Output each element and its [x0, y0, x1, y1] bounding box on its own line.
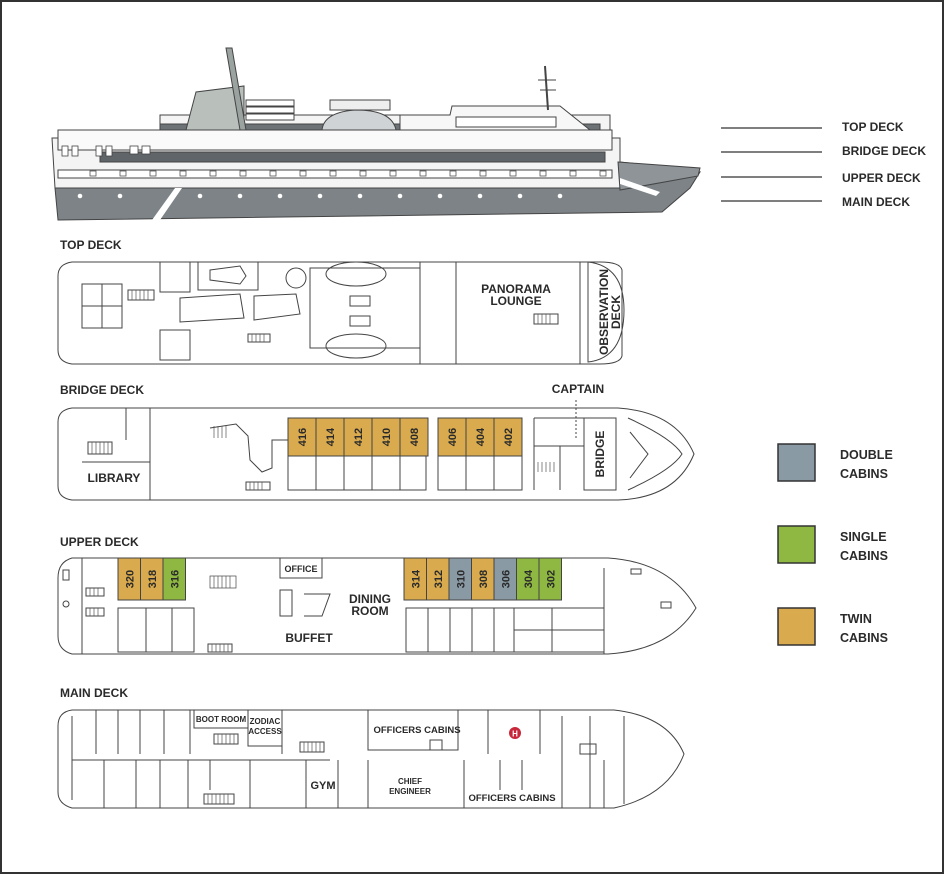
main-deck-stairs	[207, 734, 321, 804]
main-deck-title: MAIN DECK	[60, 686, 128, 700]
indicator-upper-deck: UPPER DECK	[842, 171, 921, 185]
room-gym: GYM	[310, 780, 335, 792]
cabin-316: 316	[162, 557, 186, 601]
cabin-404: 404	[465, 417, 495, 457]
cabin-416-number: 416	[297, 428, 309, 446]
legend-swatch-single	[777, 525, 816, 564]
ship-profile	[51, 47, 702, 221]
legend-label-single-2: CABINS	[840, 549, 888, 563]
indicator-bridge-deck: BRIDGE DECK	[842, 144, 926, 158]
cabin-412-swatch	[343, 417, 373, 457]
room-office: OFFICE	[285, 564, 318, 574]
legend-swatch-twin	[777, 607, 816, 646]
cabin-412-number: 412	[353, 428, 365, 446]
cabin-416: 416	[287, 417, 317, 457]
cabin-318-number: 318	[147, 570, 159, 588]
cabin-312-number: 312	[433, 570, 445, 588]
cabin-412: 412	[343, 417, 373, 457]
main-deck-plan	[57, 709, 685, 809]
cabin-410-number: 410	[381, 428, 393, 446]
upper-deck-cabins: 320 318 316 314 312 310 308 306 304 302	[117, 557, 562, 601]
cabin-414: 414	[315, 417, 345, 457]
top-deck-plan	[57, 261, 625, 365]
cabin-312: 312	[426, 557, 450, 601]
bridge-deck-title: BRIDGE DECK	[60, 383, 144, 397]
cabin-314: 314	[403, 557, 427, 601]
legend: DOUBLE CABINS SINGLE CABINS TWIN CABINS	[777, 443, 893, 646]
room-buffet: BUFFET	[285, 631, 333, 645]
cabin-302: 302	[538, 557, 562, 601]
room-officers-cabins-1: OFFICERS CABINS	[373, 725, 460, 736]
room-panorama-lounge-2: LOUNGE	[490, 294, 541, 308]
legend-label-double-1: DOUBLE	[840, 448, 893, 462]
cabin-416-swatch	[287, 417, 317, 457]
cabin-406-swatch	[437, 417, 467, 457]
hospital-label: H	[512, 730, 518, 739]
room-zodiac-access-2: ACCESS	[248, 727, 282, 736]
legend-label-single-1: SINGLE	[840, 530, 887, 544]
room-library: LIBRARY	[88, 471, 141, 485]
cabin-318: 318	[140, 557, 164, 601]
legend-swatch-double	[777, 443, 816, 482]
room-observation-deck-2: DECK	[609, 295, 623, 329]
bridge-deck-stairs	[91, 426, 555, 490]
room-bridge: BRIDGE	[593, 431, 607, 478]
cabin-408-number: 408	[409, 428, 421, 446]
cabin-404-number: 404	[475, 427, 487, 446]
cabin-402: 402	[493, 417, 523, 457]
cabin-402-swatch	[493, 417, 523, 457]
cabin-316-swatch	[162, 557, 186, 601]
cabin-304-number: 304	[523, 569, 535, 588]
top-deck-title: TOP DECK	[60, 238, 122, 252]
cabin-406-number: 406	[447, 428, 459, 446]
room-officers-cabins-2: OFFICERS CABINS	[468, 793, 555, 804]
cabin-314-number: 314	[410, 569, 422, 588]
upper-deck-stairs	[89, 575, 237, 652]
cabin-414-number: 414	[325, 427, 337, 446]
indicator-main-deck: MAIN DECK	[842, 195, 910, 209]
room-zodiac-access-1: ZODIAC	[250, 717, 281, 726]
cabin-408: 408	[399, 417, 429, 457]
cabin-306-number: 306	[500, 570, 512, 588]
cabin-302-number: 302	[545, 570, 557, 588]
hospital-icon	[509, 727, 521, 739]
cabin-402-number: 402	[503, 428, 515, 446]
cabin-310-number: 310	[455, 570, 467, 588]
room-dining-1: DINING	[349, 592, 391, 606]
cabin-310: 310	[448, 557, 472, 601]
cabin-304: 304	[516, 557, 540, 601]
cabin-308: 308	[471, 557, 495, 601]
room-captain: CAPTAIN	[552, 382, 604, 396]
legend-label-double-2: CABINS	[840, 467, 888, 481]
indicator-top-deck: TOP DECK	[842, 120, 904, 134]
cabin-306: 306	[493, 557, 517, 601]
bridge-deck-cabins: 416 414 412 410 408 406 404 402	[287, 417, 523, 457]
deck-indicator-lines	[721, 127, 822, 202]
cabin-410-swatch	[371, 417, 401, 457]
room-panorama-lounge-1: PANORAMA	[481, 282, 551, 296]
room-dining-2: ROOM	[351, 604, 388, 618]
cabin-320-number: 320	[124, 570, 136, 588]
legend-label-twin-1: TWIN	[840, 612, 872, 626]
room-chief-engineer-2: ENGINEER	[389, 787, 431, 796]
cabin-308-number: 308	[478, 570, 490, 588]
cabin-320: 320	[117, 557, 141, 601]
room-observation-deck-1: OBSERVATION	[597, 269, 611, 355]
legend-label-twin-2: CABINS	[840, 631, 888, 645]
upper-deck-title: UPPER DECK	[60, 535, 139, 549]
cabin-406: 406	[437, 417, 467, 457]
top-deck-stairs	[131, 290, 551, 342]
cabin-410: 410	[371, 417, 401, 457]
cabin-302-swatch	[538, 557, 562, 601]
cabin-316-number: 316	[169, 570, 181, 588]
cabin-408-swatch	[399, 417, 429, 457]
room-chief-engineer-1: CHIEF	[398, 777, 422, 786]
room-boot-room: BOOT ROOM	[196, 715, 247, 724]
